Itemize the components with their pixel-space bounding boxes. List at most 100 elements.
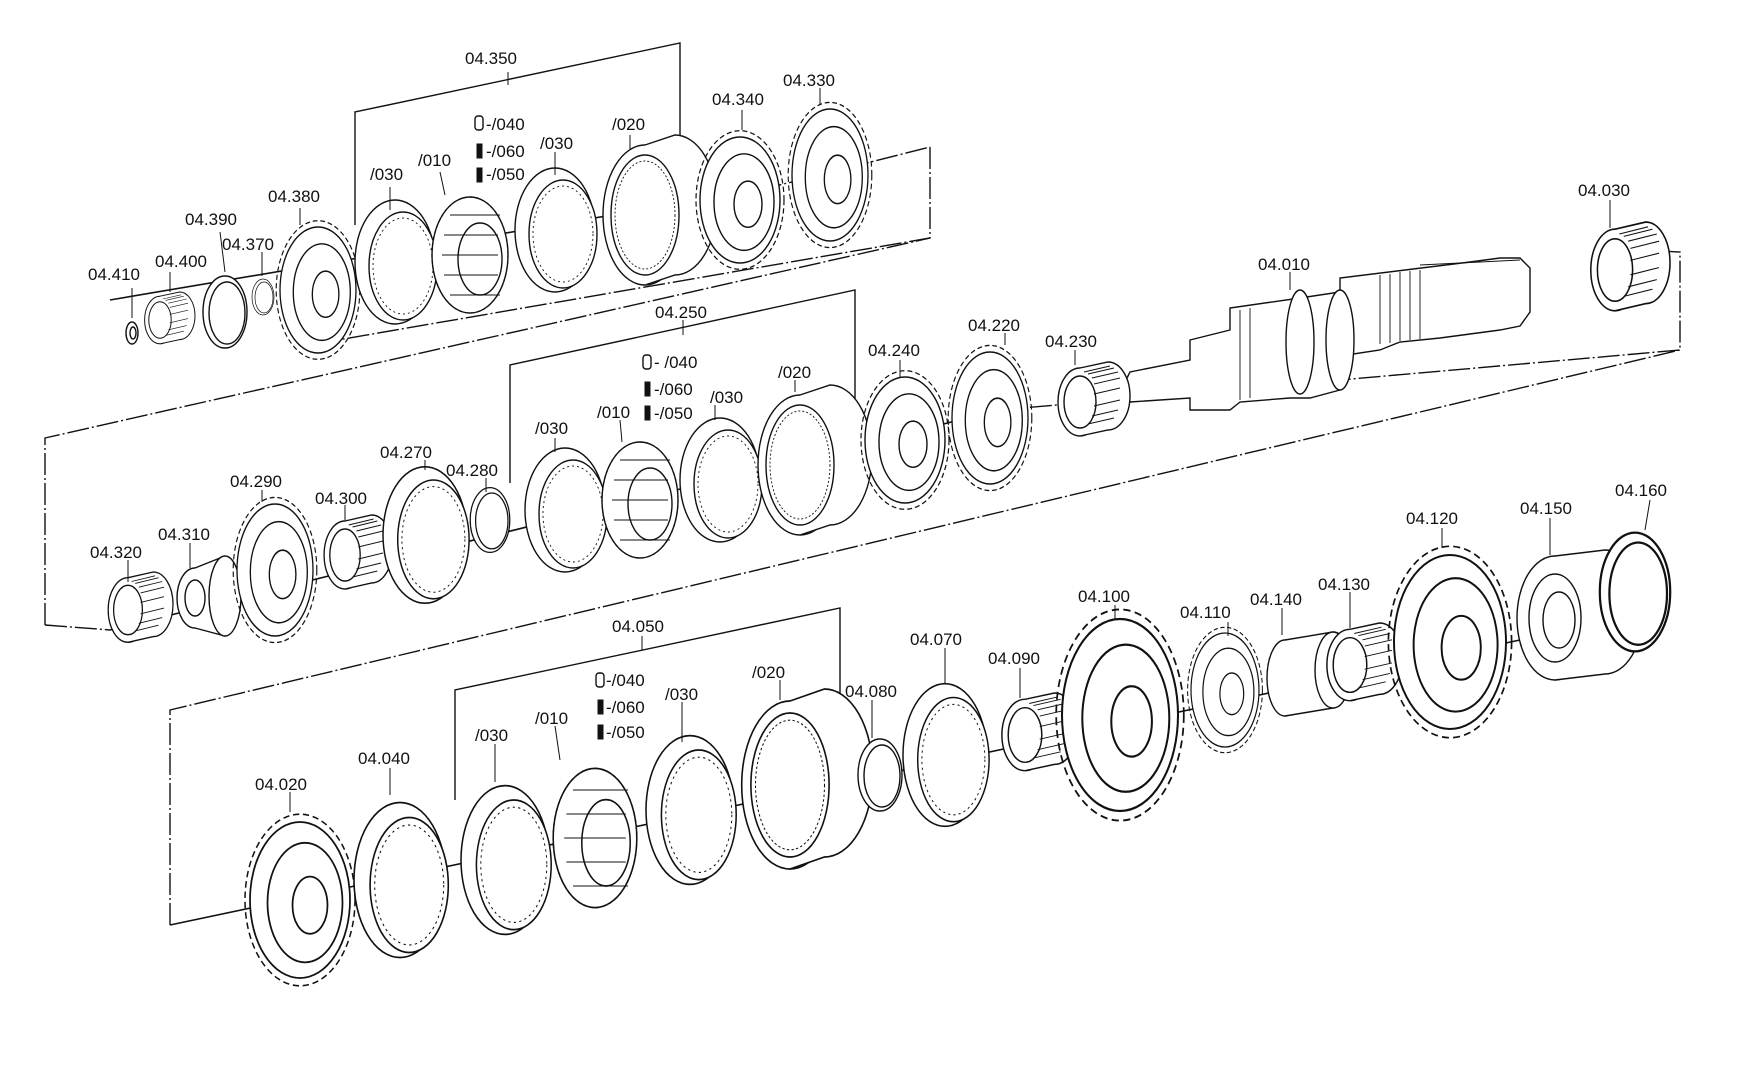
label-04-350-010: /010 [418, 151, 451, 170]
part-04-250-060-spring [644, 381, 651, 397]
part-04-050-020-sliding-sleeve [740, 688, 874, 870]
part-04-280-snap-ring [469, 486, 511, 554]
part-04-120-gear [1387, 545, 1513, 739]
label-04-020: 04.020 [255, 775, 307, 794]
part-04-020-gear [244, 813, 356, 987]
part-04-110-gear [1186, 626, 1264, 754]
label-04-250-020: /020 [778, 363, 811, 382]
label-04-350: 04.350 [465, 49, 517, 68]
label-04-400: 04.400 [155, 252, 207, 271]
part-04-050-030a-synchro-ring [460, 784, 553, 936]
label-04-150: 04.150 [1520, 499, 1572, 518]
part-04-250-detent-set [642, 354, 652, 421]
label-04-250-050: -/050 [654, 404, 693, 423]
part-04-410-washer [125, 321, 139, 345]
label-04-090: 04.090 [988, 649, 1040, 668]
label-04-380: 04.380 [268, 187, 320, 206]
label-04-250-030b: /030 [710, 388, 743, 407]
part-04-050-040-plunger [595, 672, 605, 688]
bracket-04-350 [354, 42, 681, 225]
part-04-350-030a-synchro-ring [354, 199, 438, 325]
label-04-370: 04.370 [222, 235, 274, 254]
label-04-250-030a: /030 [535, 419, 568, 438]
part-04-250-010-synchro-hub [601, 441, 679, 559]
top-row-frame-link [759, 146, 931, 191]
label-04-050-050: -/050 [606, 723, 645, 742]
part-04-220-gear [947, 344, 1033, 492]
label-04-050-010: /010 [535, 709, 568, 728]
label-04-050-040: -/040 [606, 671, 645, 690]
part-04-010-main-shaft [1113, 257, 1531, 411]
part-04-250-030b-synchro-ring [679, 417, 763, 543]
label-04-270: 04.270 [380, 443, 432, 462]
label-04-100: 04.100 [1078, 587, 1130, 606]
label-04-240: 04.240 [868, 341, 920, 360]
label-04-160: 04.160 [1615, 481, 1667, 500]
part-04-350-detent-set [474, 115, 484, 183]
part-04-340-clutch-body [695, 129, 785, 271]
label-04-350-060: -/060 [486, 142, 525, 161]
label-04-230: 04.230 [1045, 332, 1097, 351]
part-04-250-020-sliding-sleeve [757, 384, 873, 536]
part-04-310-bushing [176, 555, 242, 637]
label-04-250: 04.250 [655, 303, 707, 322]
label-04-220: 04.220 [968, 316, 1020, 335]
middle-row-frame [44, 237, 931, 625]
label-04-130: 04.130 [1318, 575, 1370, 594]
label-04-290: 04.290 [230, 472, 282, 491]
label-04-070: 04.070 [910, 630, 962, 649]
label-04-120: 04.120 [1406, 509, 1458, 528]
label-04-350-050: -/050 [486, 165, 525, 184]
part-04-350-010-synchro-hub [431, 196, 509, 314]
label-04-250-040: - /040 [654, 353, 697, 372]
label-04-280: 04.280 [446, 461, 498, 480]
label-04-300: 04.300 [315, 489, 367, 508]
part-04-040-clutch-body [353, 801, 450, 959]
part-04-080-snap-ring [857, 738, 903, 812]
label-04-410: 04.410 [88, 265, 140, 284]
label-04-340: 04.340 [712, 90, 764, 109]
label-04-050-030a: /030 [475, 726, 508, 745]
part-04-390-snap-ring [202, 275, 248, 349]
part-04-160-snap-ring [1598, 531, 1672, 653]
bottom-row-group: 04.050 04.020 04.040 /030 /010 -/040 -/0… [169, 349, 1681, 987]
part-04-240-clutch-body [860, 369, 950, 511]
label-04-350-020: /020 [612, 115, 645, 134]
label-04-320: 04.320 [90, 543, 142, 562]
middle-row-group: 04.010 04.030 04.250 04.320 04.310 04.29… [44, 181, 1681, 644]
label-04-010: 04.010 [1258, 255, 1310, 274]
label-04-350-040: -/040 [486, 115, 525, 134]
bottom-row-frame [169, 349, 1681, 925]
part-04-320-needle-bearing [107, 571, 174, 643]
part-04-050-050-ball [597, 724, 604, 740]
label-04-080: 04.080 [845, 682, 897, 701]
part-04-350-060-spring [476, 143, 483, 159]
part-04-350-040-plunger [474, 115, 484, 131]
part-04-250-030a-synchro-ring [524, 447, 608, 573]
part-04-130-needle-bearing [1326, 622, 1404, 702]
part-04-050-030b-synchro-ring [645, 734, 738, 886]
label-04-110: 04.110 [1180, 603, 1231, 622]
part-04-250-040-plunger [642, 354, 652, 370]
part-04-050-detent-set [595, 672, 605, 740]
label-04-250-060: -/060 [654, 380, 693, 399]
label-04-040: 04.040 [358, 749, 410, 768]
label-04-350-030b: /030 [540, 134, 573, 153]
label-04-050-020: /020 [752, 663, 785, 682]
label-04-330: 04.330 [783, 71, 835, 90]
part-04-250-050-ball [644, 405, 651, 421]
label-04-050-030b: /030 [665, 685, 698, 704]
label-04-350-030a: /030 [370, 165, 403, 184]
part-04-100-gear [1055, 608, 1185, 822]
label-04-030: 04.030 [1578, 181, 1630, 200]
part-04-330-gear [787, 101, 873, 249]
part-04-270-clutch-body [382, 466, 470, 604]
part-04-050-010-synchro-hub [552, 767, 638, 909]
top-row-group: 04.350 04.410 04.400 04.390 04.370 04.38… [88, 42, 931, 361]
part-04-300-needle-bearing [323, 514, 394, 590]
middle-row-frame-bottom [44, 624, 111, 631]
label-04-310: 04.310 [158, 525, 210, 544]
part-04-350-030b-synchro-ring [514, 167, 598, 293]
part-04-350-050-ball [476, 167, 483, 183]
